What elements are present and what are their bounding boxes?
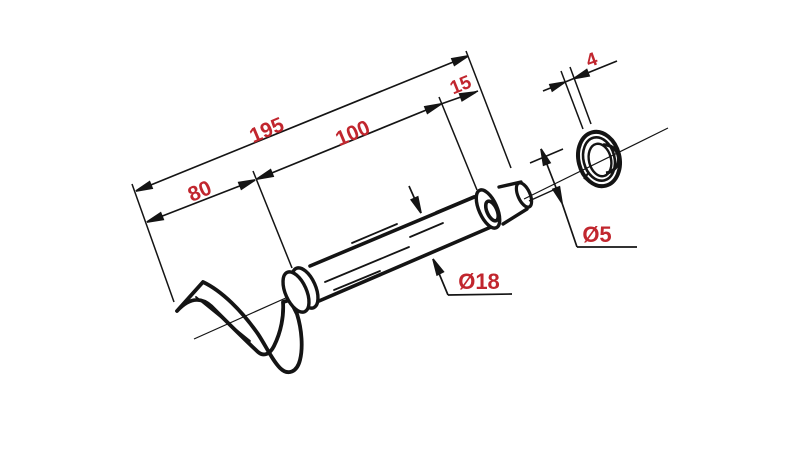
dimension-line <box>256 103 442 180</box>
arrowhead <box>458 91 477 102</box>
extension-line <box>560 70 584 130</box>
tip-end-face <box>514 181 534 209</box>
ring-clip-notch <box>583 171 590 180</box>
arrowhead <box>450 55 469 67</box>
dimension-80 <box>146 179 256 223</box>
dimension-dia5 <box>528 148 637 248</box>
dimension-line <box>146 179 256 223</box>
dimension-195 <box>135 55 469 192</box>
pin-handle <box>175 280 304 375</box>
ring-clip-overlap <box>602 143 621 175</box>
arrowhead <box>540 148 552 167</box>
handle-outline <box>175 280 304 375</box>
arrowhead <box>256 168 275 180</box>
arrowhead <box>423 103 442 115</box>
handle-scoop-detail-line <box>195 296 251 342</box>
leader-line <box>561 202 578 248</box>
arrowhead <box>573 68 591 80</box>
axis-centerline-left <box>193 296 289 340</box>
extension-line <box>569 66 592 125</box>
arrowhead <box>409 195 422 214</box>
extension-line-handle-end <box>131 183 175 303</box>
arrowhead <box>551 185 563 204</box>
shaft-shading-lines <box>324 195 475 291</box>
dimension-100 <box>256 103 442 180</box>
extension-line-groove <box>438 96 478 191</box>
axis-centerline-right <box>523 127 669 200</box>
dimension-15 <box>440 90 479 105</box>
arrowhead <box>548 81 566 93</box>
dimension-dia18 <box>408 185 513 296</box>
arrowhead <box>146 211 165 223</box>
label-underline <box>447 293 513 296</box>
tip-hole <box>483 199 501 223</box>
pin-shaft <box>308 188 502 303</box>
dimension-line <box>135 55 469 192</box>
arrowhead <box>237 179 256 191</box>
arrowhead <box>135 180 154 192</box>
arrowhead <box>432 258 445 277</box>
ring-opening <box>587 142 613 178</box>
handle-collar-flange <box>281 266 320 314</box>
dimension-4 <box>542 60 618 130</box>
extension-line-tip <box>465 50 512 169</box>
ring-clip <box>576 129 622 189</box>
extension-line-collar <box>252 170 293 269</box>
pin-tip <box>497 180 534 226</box>
extension-lines <box>131 50 512 303</box>
